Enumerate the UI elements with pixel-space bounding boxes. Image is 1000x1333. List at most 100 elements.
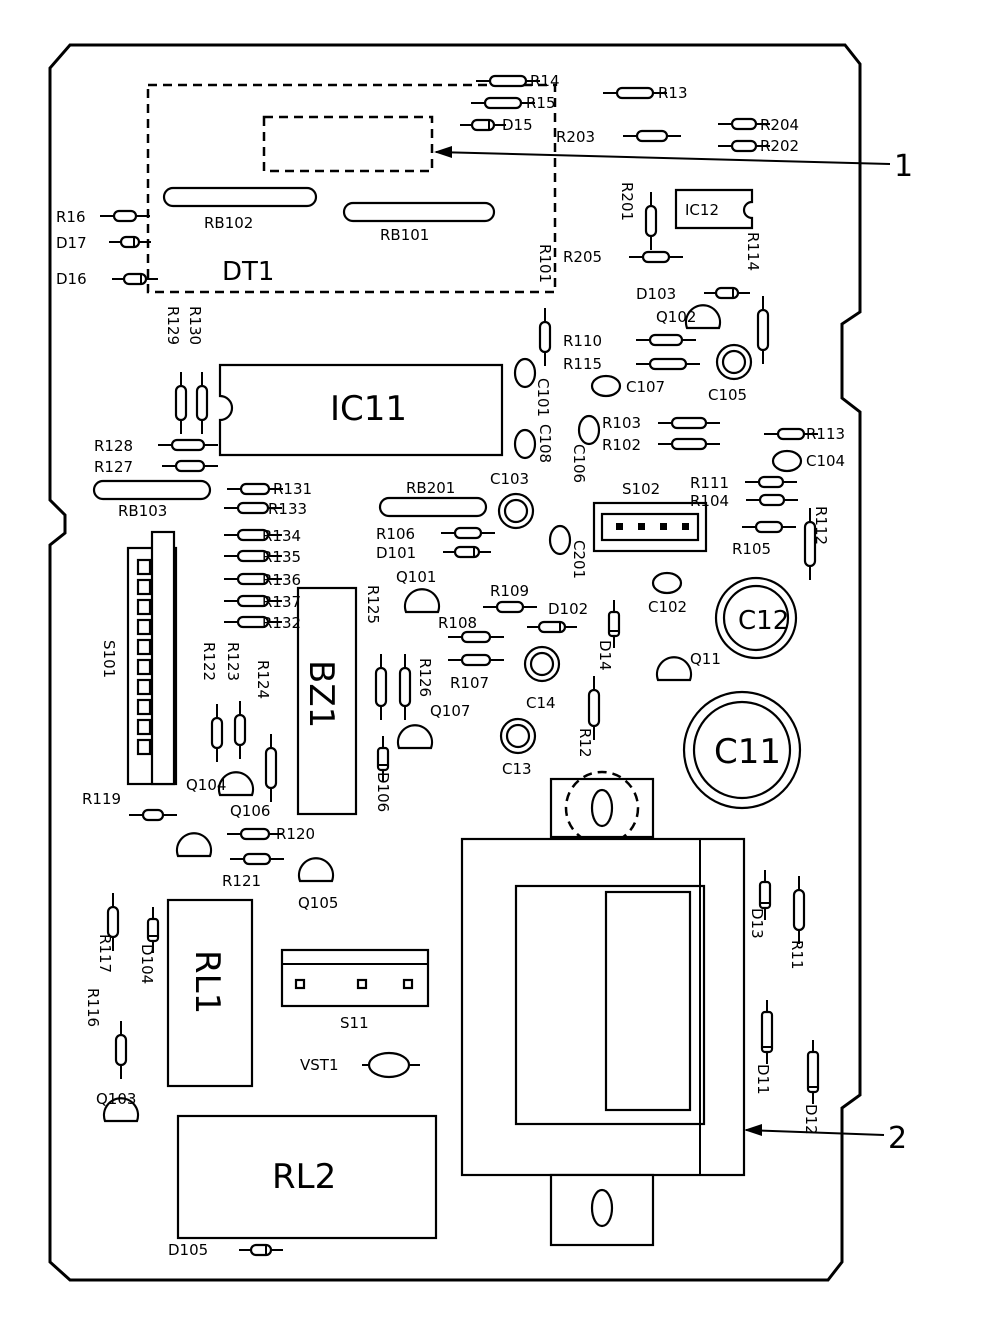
capacitor-c108: C108 <box>513 424 554 463</box>
c11-label: C11 <box>714 732 781 772</box>
resistor-r135: R135 <box>224 548 301 566</box>
resistor-label: R127 <box>94 458 133 476</box>
resistor-r124: R124 <box>254 660 278 802</box>
capacitor-c13: C13 <box>499 717 537 778</box>
resistor-label: R109 <box>490 582 529 600</box>
resistor-label: R13 <box>658 84 688 102</box>
dt1-dashed-outline <box>146 83 557 294</box>
rl1-label: RL1 <box>187 950 227 1014</box>
resistor-r201: R201 <box>618 182 658 250</box>
callout-1-label: 1 <box>894 149 913 184</box>
resistor-label: R136 <box>262 571 301 589</box>
resistor-r112: R112 <box>803 506 830 580</box>
resistor-r101: R101 <box>536 244 554 366</box>
resistor-label: R105 <box>732 540 771 558</box>
resistor-label: R131 <box>273 480 312 498</box>
transistor-label: Q102 <box>656 308 696 326</box>
resistor-label: R130 <box>186 306 204 345</box>
resistor-r115: R115 <box>563 355 700 373</box>
resistor-label: R135 <box>262 548 301 566</box>
capacitor-label: C103 <box>490 470 529 488</box>
resistor-r133: R133 <box>224 500 307 518</box>
capacitor-label: C108 <box>536 424 554 463</box>
resistor-label: R111 <box>690 474 729 492</box>
dt1-inner-dashed-box <box>262 115 434 173</box>
capacitor-c101: C101 <box>513 357 552 417</box>
diode-d16: D16 <box>56 270 158 288</box>
transistor-label: Q107 <box>430 702 470 720</box>
rb103-bar <box>92 479 212 501</box>
capacitor-label: C101 <box>534 378 552 417</box>
resistor-r126: R126 <box>398 654 434 720</box>
resistor-label: R107 <box>450 674 489 692</box>
diode-d17: D17 <box>56 234 151 252</box>
resistor-label: R11 <box>788 940 806 970</box>
bz1-body <box>296 586 358 816</box>
resistor-r128: R128 <box>94 437 218 455</box>
resistor-r120: R120 <box>227 825 315 843</box>
resistor-r110: R110 <box>563 332 696 350</box>
transistor-label: Q101 <box>396 568 436 586</box>
diode-d11: D11 <box>754 1000 774 1095</box>
diode-label: D101 <box>376 544 416 562</box>
c12-capacitor: C12 <box>714 576 798 660</box>
resistor-r12: R12 <box>576 676 601 758</box>
diode-label: D105 <box>168 1241 208 1259</box>
transistor-label: Q104 <box>186 776 226 794</box>
transformer <box>460 770 746 1247</box>
capacitor-c102: C102 <box>648 571 687 616</box>
rl2-body <box>176 1114 438 1240</box>
transistor-q106: Q106 <box>217 771 270 820</box>
capacitor-label: C106 <box>570 444 588 483</box>
resistor-label: R110 <box>563 332 602 350</box>
resistor-label: R14 <box>530 72 560 90</box>
resistor-label: R201 <box>618 182 636 221</box>
callout-1-leader <box>435 151 891 165</box>
transistor-q102: Q102 <box>656 304 722 330</box>
resistor-label: R205 <box>563 248 602 266</box>
rl1-body <box>166 898 254 1088</box>
rl2-label: RL2 <box>272 1157 336 1197</box>
ic11-label: IC11 <box>330 389 407 429</box>
diode-label: D104 <box>138 944 156 984</box>
transistor-label: Q105 <box>298 894 338 912</box>
diode-label: D11 <box>754 1064 772 1095</box>
resistor-label: R121 <box>222 872 261 890</box>
callout-2-label: 2 <box>888 1121 907 1156</box>
diode-d102: D102 <box>527 600 588 634</box>
capacitor-c104: C104 <box>771 449 845 473</box>
resistor-label: R108 <box>438 614 477 632</box>
rb201-label: RB201 <box>406 479 455 497</box>
resistor-r113: R113 <box>764 425 845 443</box>
resistor-r125: R125 <box>364 585 388 720</box>
rb101-label: RB101 <box>380 226 429 244</box>
resistor-label: R122 <box>200 642 218 681</box>
capacitor-c105: C105 <box>708 343 753 404</box>
resistor-r106: R106 <box>376 525 495 543</box>
resistor-label: R132 <box>262 614 301 632</box>
resistor-label: R114 <box>744 232 762 271</box>
vst1-varistor <box>362 1051 420 1079</box>
diode-d13: D13 <box>748 870 772 939</box>
capacitor-label: C102 <box>648 598 687 616</box>
capacitor-c106: C106 <box>570 414 601 483</box>
resistor-r13: R13 <box>603 84 688 102</box>
callout-1-arrow <box>434 146 452 158</box>
resistor-r122: R122 <box>200 642 224 762</box>
resistor-r15: R15 <box>471 94 556 112</box>
resistor-label: R102 <box>602 436 641 454</box>
capacitor-label: C14 <box>526 694 556 712</box>
resistor-r132: R132 <box>224 614 301 632</box>
resistor-label: R204 <box>760 116 799 134</box>
s101-bar <box>150 530 176 786</box>
diode-label: D103 <box>636 285 676 303</box>
s102-pins <box>616 523 689 530</box>
capacitor-label: C105 <box>708 386 747 404</box>
resistor-r114: R114 <box>744 232 770 364</box>
diode-label: D17 <box>56 234 87 252</box>
resistor-label: R113 <box>806 425 845 443</box>
rb101-bar <box>342 201 496 223</box>
resistor-r105: R105 <box>732 520 796 558</box>
diode-label: D12 <box>802 1104 820 1135</box>
